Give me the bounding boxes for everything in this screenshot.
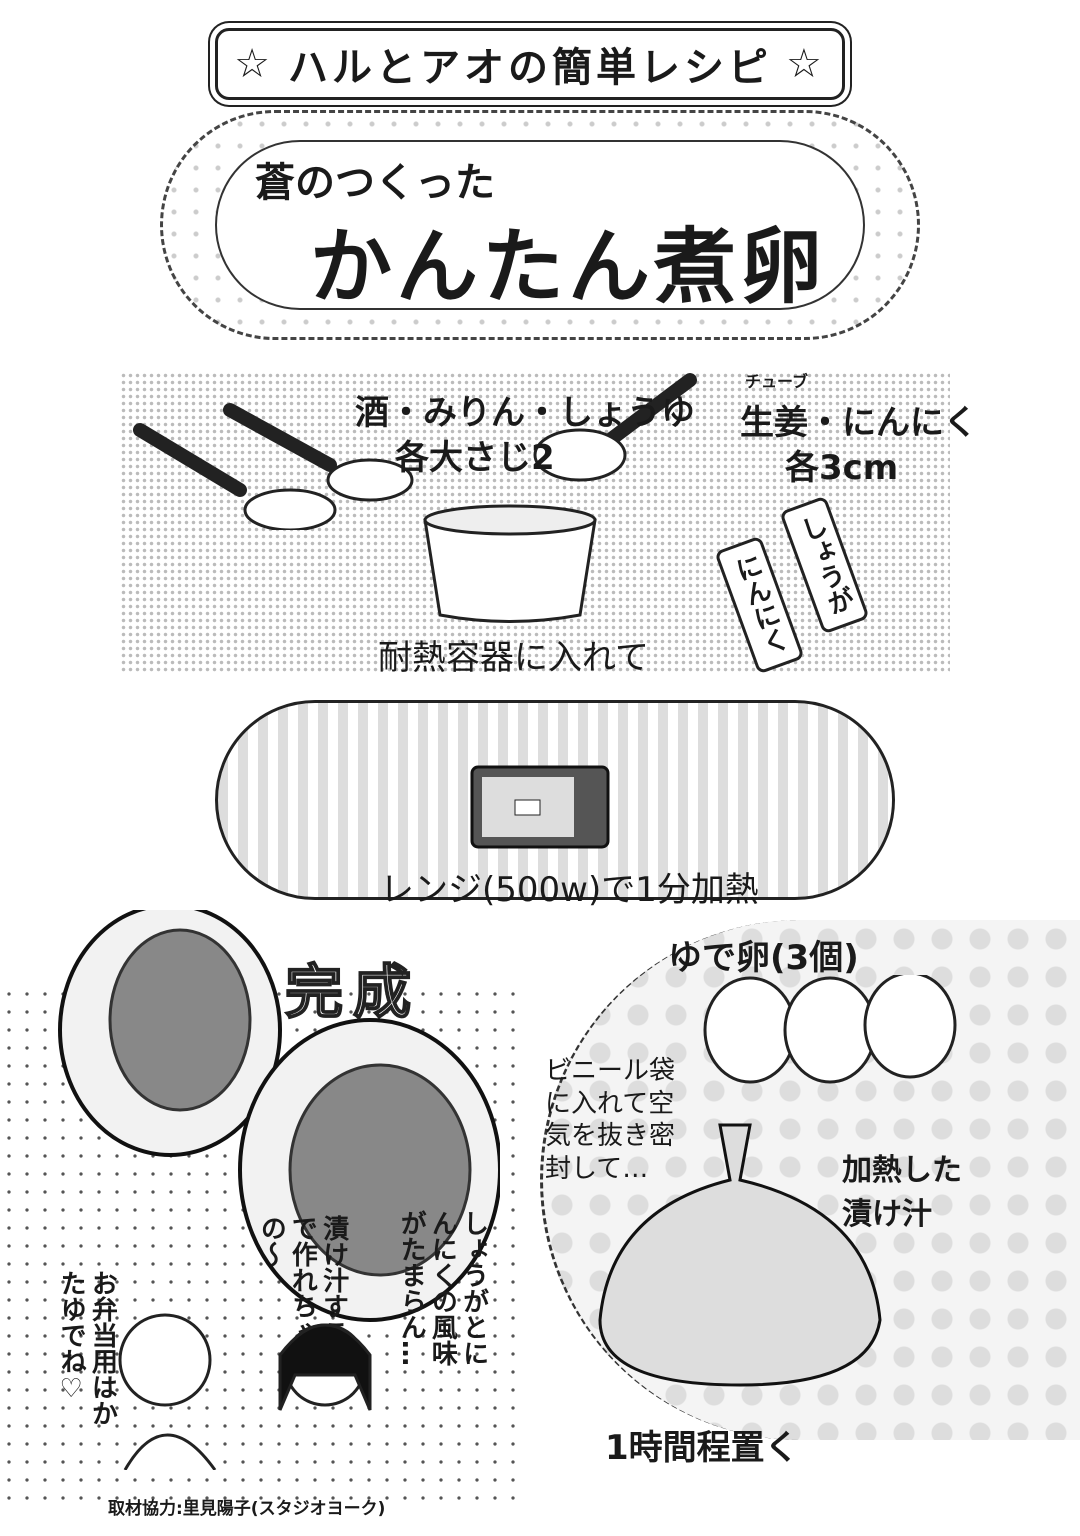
star-icon: ☆	[234, 41, 274, 87]
eggs-label: ゆで卵(3個)	[668, 938, 859, 978]
title-frame	[215, 140, 865, 310]
liquids-label: 酒・みりん・しょうゆ	[355, 393, 695, 433]
marinade-label: 加熱した漬け汁	[842, 1153, 962, 1232]
step2-caption: レンジ(500w)で1分加熱	[380, 870, 759, 910]
characters-illustration	[118, 1313, 372, 1470]
step3-caption: 1時間程置く	[605, 1428, 799, 1468]
aromatics-label: 生姜・にんにく	[740, 403, 978, 443]
microwave-icon	[470, 765, 610, 849]
comment-bento: お弁当用はかたゆでね♡	[56, 1270, 118, 1426]
title-line1: 蒼のつくった	[255, 160, 495, 206]
finish-label: 完成	[284, 957, 422, 1027]
star-icon: ☆	[786, 41, 826, 87]
step1-caption: 耐熱容器に入れて	[378, 638, 649, 678]
comment-flavor: しょうがとにんにくの風味がたまらん…	[396, 1210, 489, 1366]
recipe-title: かんたん煮卵	[310, 220, 827, 315]
spoons-illustration	[133, 373, 697, 530]
tube-label: チューブ	[745, 372, 809, 391]
bag-illustration	[598, 1123, 882, 1387]
step2-cloud	[215, 700, 895, 900]
bowl-icon	[423, 504, 597, 623]
series-header: ☆ ハルとアオの簡単レシピ ☆	[215, 28, 845, 100]
cut-egg-illustration	[58, 910, 500, 1322]
boiled-eggs-illustration	[703, 975, 957, 1084]
credit: 取材協力:里見陽子(スタジオヨーク)	[108, 1499, 386, 1519]
aromatics-amount: 各3cm	[785, 448, 899, 488]
series-title: ハルとアオの簡単レシピ	[288, 45, 772, 91]
bag-instructions: ビニール袋に入れて空気を抜き密封して…	[545, 1056, 676, 1184]
liquids-amount: 各大さじ2	[395, 438, 555, 478]
